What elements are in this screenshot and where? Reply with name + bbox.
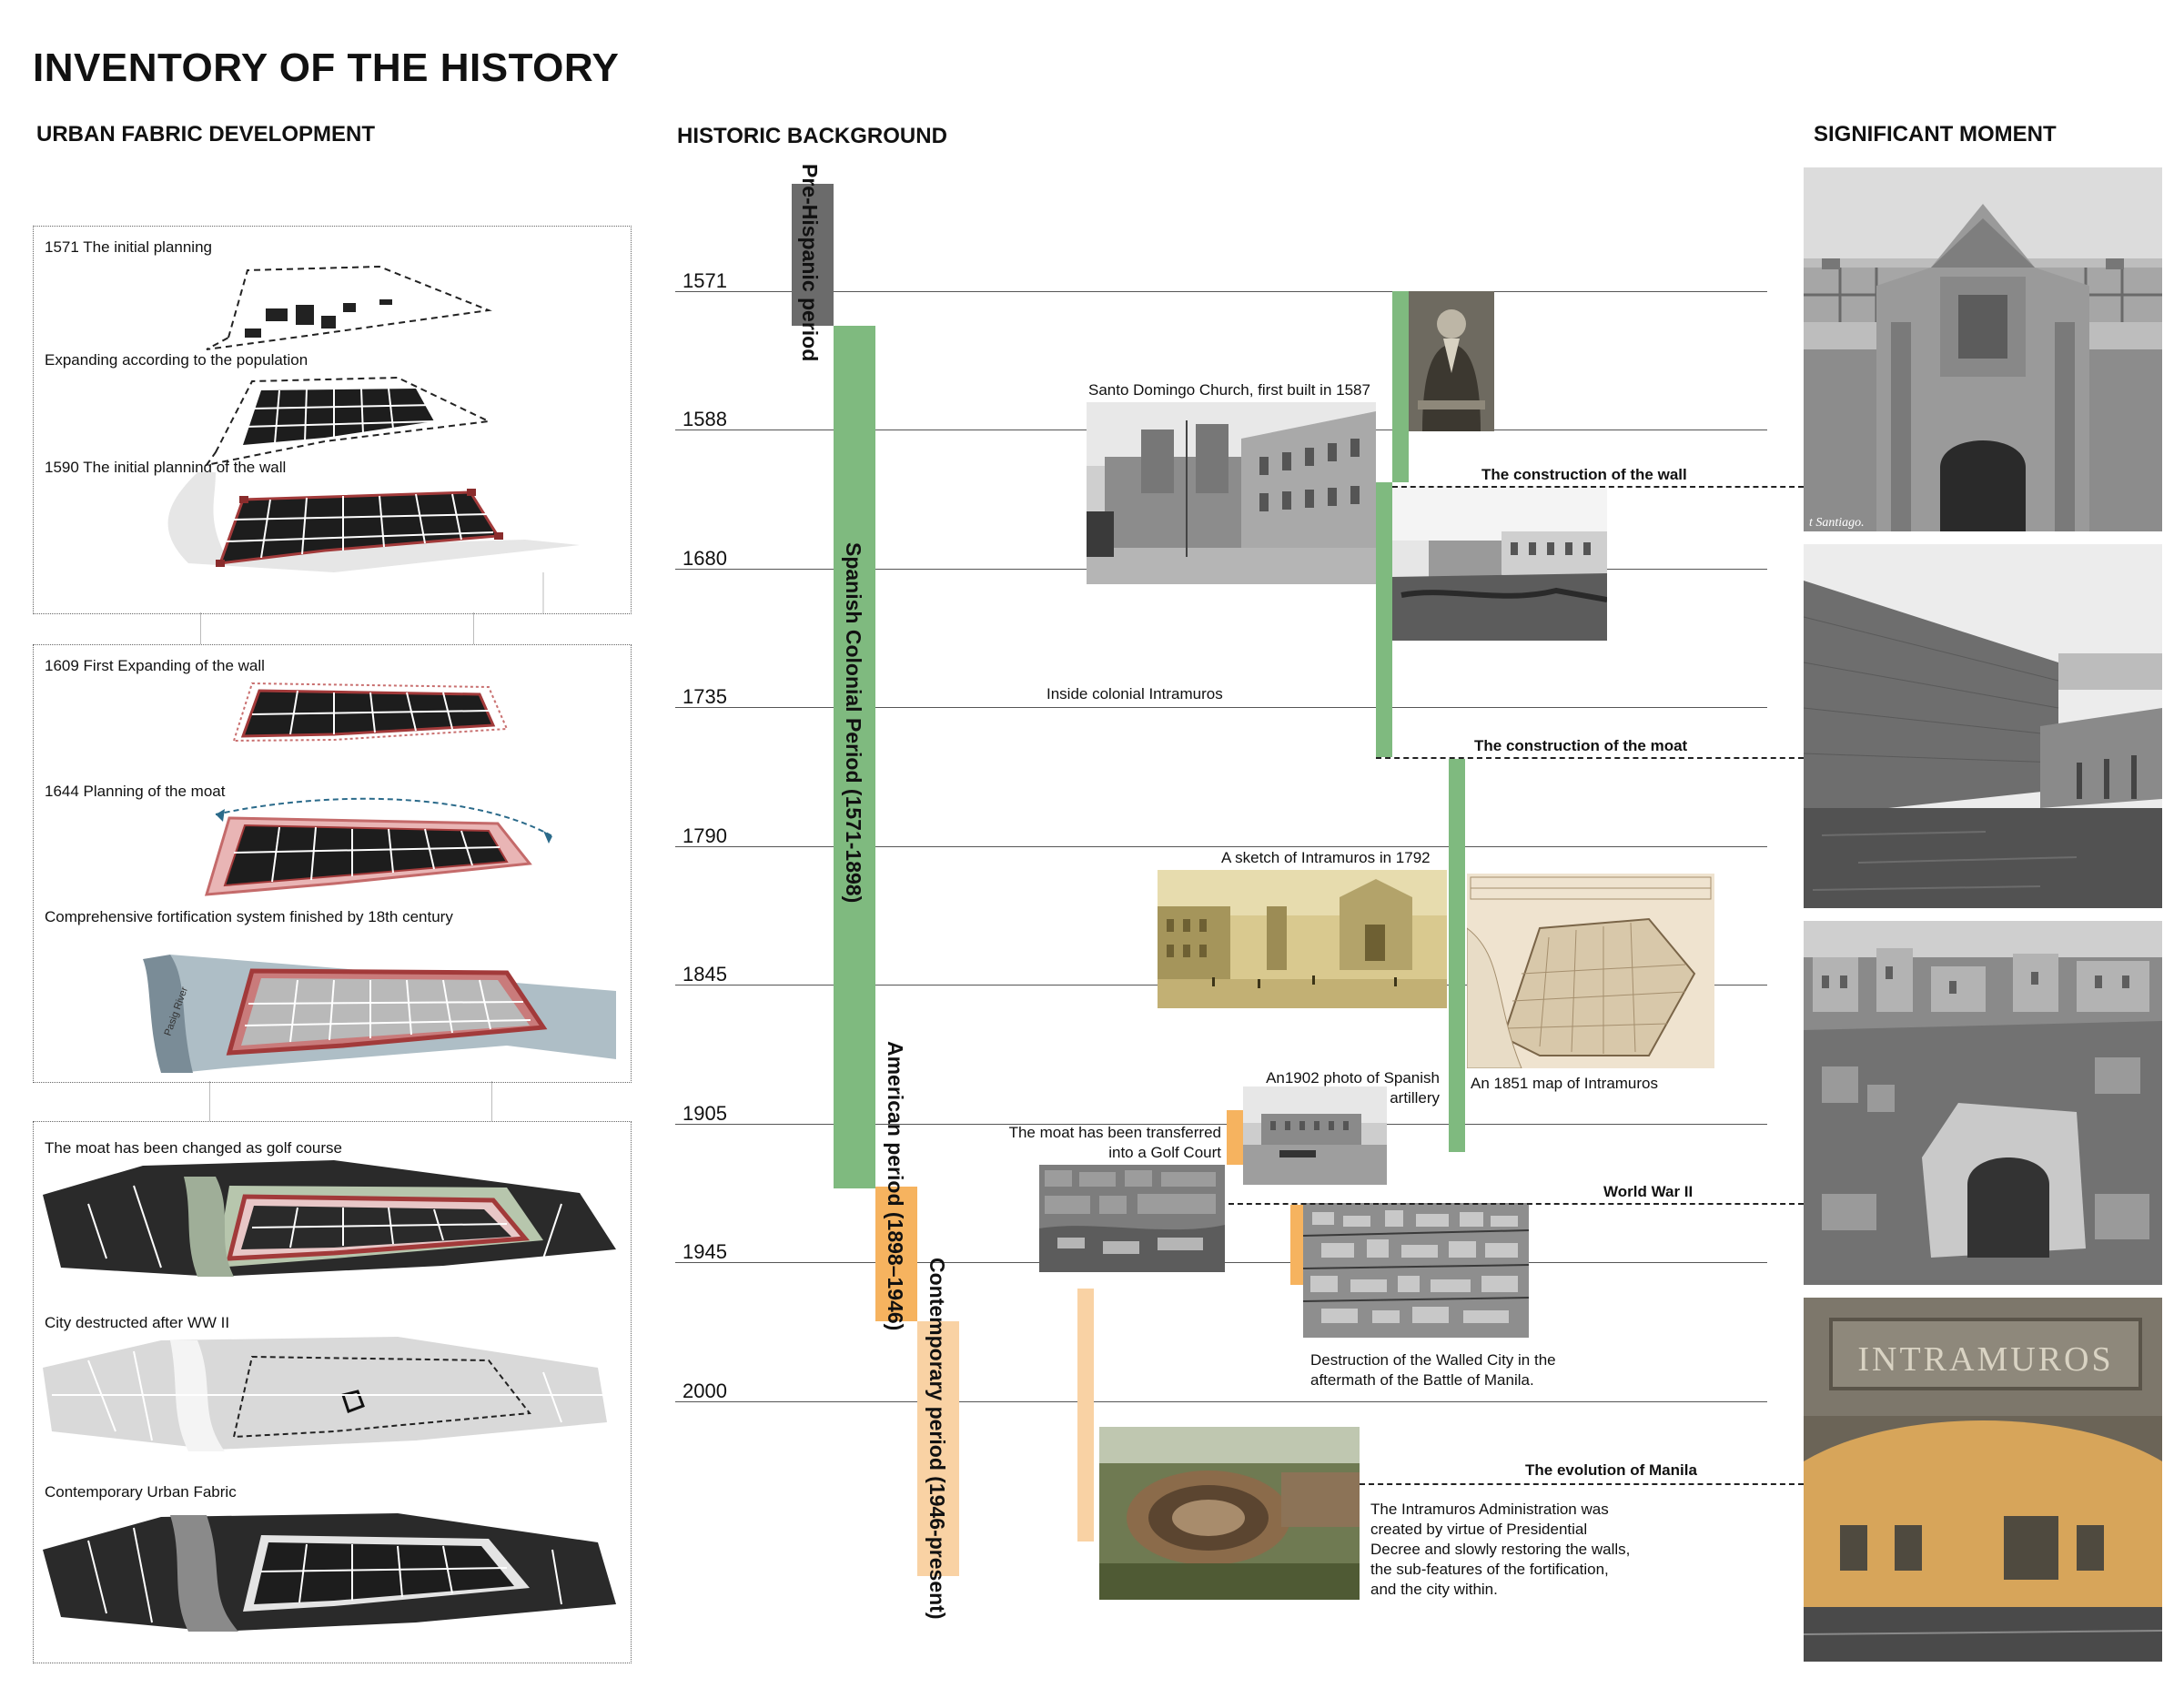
event-bar-wall-1 <box>1392 291 1409 482</box>
caption-sketch-1792: A sketch of Intramuros in 1792 <box>1221 849 1431 866</box>
bar-american <box>875 1187 917 1321</box>
bar-contemporary <box>917 1321 959 1576</box>
photo-map-1851 <box>1467 874 1714 1068</box>
photo-portrait-founder <box>1409 291 1494 431</box>
panel-modern-fabric: The moat has been changed as golf course… <box>33 1121 632 1663</box>
connector-line <box>209 1081 210 1121</box>
bar-spanish-colonial <box>834 326 875 1188</box>
panel-label: Comprehensive fortification system finis… <box>45 908 453 925</box>
event-bar-moat <box>1449 759 1465 1152</box>
moment-connector-ww2 <box>1228 1203 1804 1205</box>
event-bar-ww2 <box>1290 1205 1305 1285</box>
caption-golf-a: The moat has been transferred <box>1008 1124 1221 1141</box>
connector-line <box>491 1081 492 1121</box>
bar-pre-hispanic <box>792 184 834 326</box>
panel-early-planning: 1571 The initial planning Expanding acco… <box>33 226 632 614</box>
photo-moat-wall <box>1804 544 2162 908</box>
caption-golf-b: into a Golf Court <box>1108 1144 1221 1161</box>
page-title: INVENTORY OF THE HISTORY <box>33 45 620 90</box>
caption-inside-colonial: Inside colonial Intramuros <box>1046 685 1223 702</box>
caption-admin-3: Decree and slowly restoring the walls, <box>1370 1541 1631 1558</box>
label-american: American period (1898–1946) <box>884 1041 907 1331</box>
caption-destruction-a: Destruction of the Walled City in the <box>1310 1351 1556 1369</box>
panel-label: 1590 The initial planning of the wall <box>45 459 287 476</box>
photo-wall-construction <box>1392 486 1607 641</box>
caption-admin-4: the sub-features of the fortification, <box>1370 1561 1609 1578</box>
photo-golf-court-aerial <box>1039 1165 1225 1272</box>
year-label: 1945 <box>682 1240 727 1263</box>
moment-connector-wall <box>1392 486 1804 488</box>
connector-line <box>473 612 474 644</box>
moment-label-moat: The construction of the moat <box>1474 737 1688 754</box>
year-label: 1905 <box>682 1102 727 1125</box>
caption-1902-b: artillery <box>1390 1089 1440 1107</box>
panel-label: Contemporary Urban Fabric <box>45 1483 237 1501</box>
year-label: 1680 <box>682 547 727 570</box>
year-label: 1571 <box>682 269 727 292</box>
moment-label-wall: The construction of the wall <box>1481 466 1687 483</box>
caption-1902-a: An1902 photo of Spanish <box>1266 1069 1440 1087</box>
caption-admin-5: and the city within. <box>1370 1581 1498 1598</box>
photo-sketch-1792 <box>1158 870 1447 1008</box>
event-bar-golf <box>1227 1110 1243 1165</box>
caption-destruction-b: aftermath of the Battle of Manila. <box>1310 1371 1534 1389</box>
year-label: 1845 <box>682 963 727 986</box>
panel-label: 1571 The initial planning <box>45 238 212 256</box>
year-label: 1790 <box>682 824 727 847</box>
year-label: 1588 <box>682 408 727 430</box>
caption-map-1851: An 1851 map of Intramuros <box>1471 1075 1659 1092</box>
caption-admin-1: The Intramuros Administration was <box>1370 1501 1609 1518</box>
planning-diagram-1571-1590 <box>167 265 580 613</box>
moment-connector-moat <box>1376 757 1804 759</box>
photo-destruction-walled-city <box>1303 1203 1529 1338</box>
panel-label: The moat has been changed as golf course <box>45 1139 342 1157</box>
panel-label: Expanding according to the population <box>45 351 308 369</box>
year-label: 2000 <box>682 1380 727 1402</box>
panel-fortification: 1609 First Expanding of the wall 1644 Pl… <box>33 644 632 1083</box>
photo-intramuros-sign: INTRAMUROS <box>1804 1298 2162 1662</box>
fortification-diagram-1609-1700s: Pasig River <box>143 682 616 1073</box>
panel-label: 1609 First Expanding of the wall <box>45 657 265 674</box>
section-significant-moment: SIGNIFICANT MOMENT <box>1814 122 2057 147</box>
event-bar-wall-2 <box>1376 482 1392 757</box>
panel-label: 1644 Planning of the moat <box>45 783 226 800</box>
section-urban-fabric: URBAN FABRIC DEVELOPMENT <box>36 122 376 147</box>
photo-intramuros-ruins <box>1099 1427 1360 1600</box>
label-pre-hispanic: Pre-Hispanic period <box>798 164 822 362</box>
photo-caption-santiago: t Santiago. <box>1809 516 1865 530</box>
event-bar-admin <box>1077 1289 1094 1541</box>
caption-admin-2: created by virtue of Presidential <box>1370 1521 1588 1538</box>
label-contemporary: Contemporary period (1946-present) <box>925 1258 949 1620</box>
year-gridline <box>675 1401 1767 1402</box>
photo-fort-santiago-gate: t Santiago. <box>1804 167 2162 531</box>
moment-label-evolution: The evolution of Manila <box>1525 1461 1697 1479</box>
year-gridline <box>675 707 1767 708</box>
label-spanish-colonial: Spanish Colonial Period (1571-1898) <box>842 542 865 904</box>
year-gridline <box>675 846 1767 847</box>
year-label: 1735 <box>682 685 727 708</box>
modern-fabric-diagram <box>43 1160 616 1632</box>
section-historic-background: HISTORIC BACKGROUND <box>677 124 947 148</box>
moment-connector-evolution <box>1360 1483 1804 1485</box>
intramuros-sign-text: INTRAMUROS <box>1857 1340 2113 1379</box>
year-gridline <box>675 1124 1767 1125</box>
moment-label-ww2: World War II <box>1603 1183 1694 1200</box>
connector-line <box>200 612 201 644</box>
photo-ww2-ruins <box>1804 921 2162 1285</box>
photo-spanish-artillery-1902 <box>1243 1087 1387 1185</box>
caption-santo-domingo: Santo Domingo Church, first built in 158… <box>1088 381 1370 399</box>
photo-santo-domingo-church <box>1087 402 1376 584</box>
year-gridline <box>675 291 1767 292</box>
panel-label: City destructed after WW II <box>45 1314 230 1331</box>
